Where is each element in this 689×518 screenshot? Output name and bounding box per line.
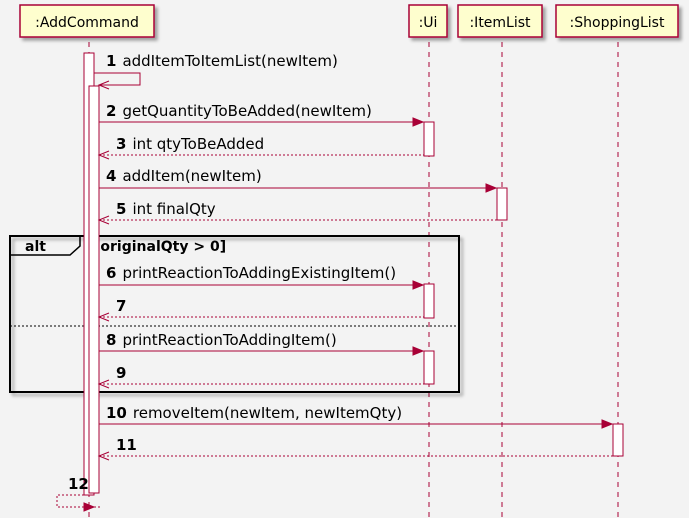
message-label-7: 7	[116, 297, 126, 315]
message-label-11: 11	[116, 436, 137, 454]
message-label-10: 10 removeItem(newItem, newItemQty)	[106, 404, 402, 422]
message-number: 1	[106, 52, 116, 70]
activation-addcommand-inner	[88, 85, 100, 494]
message-number: 9	[116, 364, 126, 382]
message-text: int finalQty	[132, 200, 215, 218]
message-10	[99, 419, 614, 429]
message-text: addItem(newItem)	[122, 167, 261, 185]
fragment-guard: [originalQty > 0]	[94, 239, 226, 255]
activations	[83, 52, 624, 496]
message-label-9: 9	[116, 364, 126, 382]
message-text: printReactionToAddingItem()	[122, 331, 336, 349]
message-label-3: 3 int qtyToBeAdded	[116, 135, 264, 153]
activation-itemlist	[496, 187, 508, 221]
participant-label: :ShoppingList	[570, 15, 665, 31]
message-12	[56, 494, 102, 512]
message-label-5: 5 int finalQty	[116, 200, 216, 218]
activation-ui-2	[423, 283, 435, 319]
message-number: 12	[68, 475, 89, 493]
participant-label: :ItemList	[469, 15, 531, 31]
activation-ui-3	[423, 350, 435, 385]
message-label-1: 1 addItemToItemList(newItem)	[106, 52, 338, 70]
message-3	[97, 150, 424, 160]
message-2	[99, 117, 425, 127]
message-number: 3	[116, 135, 126, 153]
message-4	[99, 183, 498, 193]
message-label-4: 4 addItem(newItem)	[106, 167, 262, 185]
message-text: addItemToItemList(newItem)	[122, 52, 337, 70]
message-text: removeItem(newItem, newItemQty)	[133, 404, 402, 422]
message-label-12: 12	[68, 475, 89, 493]
participant-itemlist: :ItemList	[457, 4, 543, 38]
message-number: 4	[106, 167, 116, 185]
participant-shoppinglist: :ShoppingList	[555, 4, 679, 38]
message-number: 7	[116, 297, 126, 315]
message-label-2: 2 getQuantityToBeAdded(newItem)	[106, 102, 372, 120]
message-11	[97, 451, 613, 461]
participant-addcommand: :AddCommand	[19, 4, 155, 38]
message-labels: 1 addItemToItemList(newItem) 2 getQuantity…	[68, 52, 402, 493]
fragment-operator: alt	[25, 239, 46, 255]
message-9	[97, 379, 424, 389]
message-number: 6	[106, 264, 116, 282]
alt-fragment: alt [originalQty > 0]	[9, 235, 460, 393]
message-8	[99, 346, 425, 356]
participant-label: :AddCommand	[35, 15, 139, 31]
message-1	[94, 72, 141, 90]
message-6	[99, 280, 425, 290]
message-7	[97, 312, 424, 322]
message-number: 5	[116, 200, 126, 218]
participant-label: :Ui	[419, 15, 438, 31]
message-label-8: 8 printReactionToAddingItem()	[106, 331, 337, 349]
message-number: 10	[106, 404, 127, 422]
message-text: printReactionToAddingExistingItem()	[122, 264, 396, 282]
activation-ui-1	[423, 121, 435, 157]
message-number: 8	[106, 331, 116, 349]
message-label-6: 6 printReactionToAddingExistingItem()	[106, 264, 396, 282]
message-text: int qtyToBeAdded	[132, 135, 264, 153]
message-5	[97, 215, 497, 225]
messages	[56, 72, 614, 512]
message-number: 11	[116, 436, 137, 454]
message-text: getQuantityToBeAdded(newItem)	[122, 102, 371, 120]
participant-ui: :Ui	[408, 4, 448, 38]
message-number: 2	[106, 102, 116, 120]
activation-shoppinglist	[612, 423, 624, 457]
